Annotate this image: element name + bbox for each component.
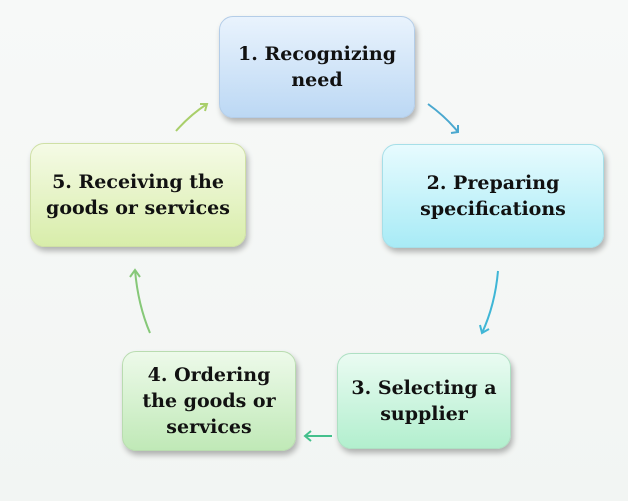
- step-4-line-2: the goods or: [142, 390, 276, 412]
- step-2-line-1: 2. Preparing: [426, 172, 560, 194]
- arrowhead-3-to-4: [303, 430, 312, 442]
- arrow-1-to-2: [427, 103, 459, 133]
- arrow-4-to-5: [134, 269, 151, 334]
- step-selecting-supplier: 3. Selecting a supplier: [337, 353, 511, 449]
- step-5-line-2: goods or services: [46, 197, 230, 219]
- step-3-line-1: 3. Selecting a: [351, 377, 497, 399]
- step-3-line-2: supplier: [380, 403, 468, 425]
- arrowhead-1-to-2: [450, 125, 459, 134]
- step-1-line-1: 1. Recognizing: [238, 43, 396, 65]
- step-receiving-goods: 5. Receiving the goods or services: [30, 143, 246, 247]
- step-4-line-1: 4. Ordering: [147, 364, 271, 386]
- arrowhead-4-to-5: [129, 268, 141, 278]
- step-5-line-1: 5. Receiving the: [52, 171, 224, 193]
- arrowhead-2-to-3: [479, 324, 490, 335]
- step-2-line-2: specifications: [420, 198, 566, 220]
- step-1-line-2: need: [291, 69, 343, 91]
- arrow-5-to-1: [175, 103, 208, 132]
- arrow-2-to-3: [481, 270, 499, 334]
- arrowhead-5-to-1: [200, 103, 209, 112]
- step-ordering-goods: 4. Ordering the goods or services: [122, 351, 296, 451]
- step-recognizing-need: 1. Recognizing need: [219, 16, 415, 118]
- step-preparing-specifications: 2. Preparing specifications: [382, 144, 604, 248]
- step-4-line-3: services: [166, 416, 252, 438]
